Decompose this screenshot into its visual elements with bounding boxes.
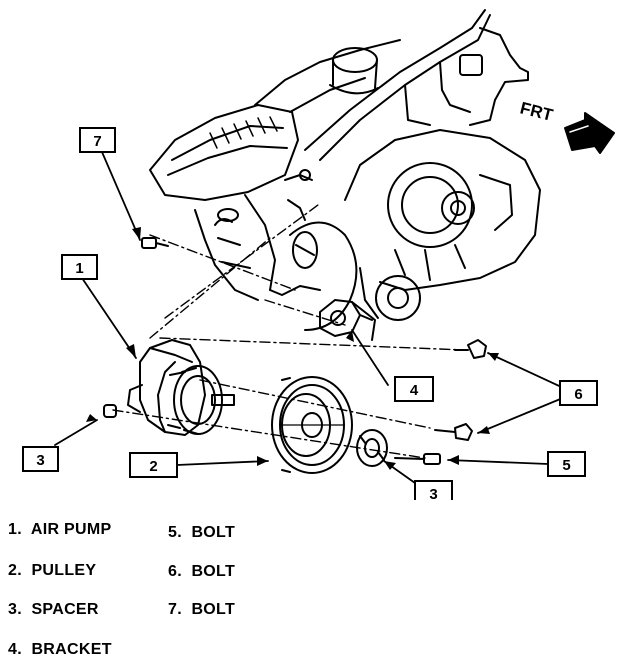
callout-2: 2 [149,458,157,475]
legend-item-7: 7. BOLT [168,601,235,619]
legend-number: 2. [8,562,22,579]
legend-number: 4. [8,641,22,658]
legend-number: 3. [8,601,22,618]
callout-4: 4 [410,382,419,399]
legend-item-4: 4. BRACKET [8,641,112,659]
legend-label: BRACKET [31,641,112,658]
bolt-7 [141,237,169,249]
legend-item-2: 2. PULLEY [8,562,96,580]
legend-item-1: 1. AIR PUMP [8,521,112,539]
legend-label: AIR PUMP [30,521,112,538]
legend-label: BOLT [191,601,236,618]
callout-7: 7 [93,133,101,150]
bracket [319,299,376,341]
bolt-6-upper [454,339,487,359]
spacer-right [356,429,388,467]
callout-5: 5 [562,457,570,474]
legend-item-6: 6. BOLT [168,563,235,581]
legend-number: 7. [168,601,182,618]
legend-item-5: 5. BOLT [168,524,235,542]
spacer-left [103,404,117,418]
bolt-6-lower [434,423,473,441]
pulley [271,376,353,474]
callout-3-left: 3 [36,452,44,469]
legend-label: BOLT [191,524,236,541]
front-direction-arrow [564,112,615,154]
legend-label: SPACER [31,601,99,618]
air-pump [127,339,235,436]
bolt-5 [394,453,441,465]
legend-label: PULLEY [31,562,97,579]
legend-label: BOLT [191,563,236,580]
callout-3-right: 3 [429,486,437,500]
front-label: FRT [518,98,555,125]
exploded-view-diagram: FRT 7 1 3 2 4 6 3 5 [22,9,615,500]
legend-number: 1. [8,521,22,538]
legend-item-3: 3. SPACER [8,601,99,619]
legend-number: 6. [168,563,182,580]
legend-number: 5. [168,524,182,541]
callout-6: 6 [574,386,582,403]
callout-1: 1 [75,260,83,277]
parts-legend: 1. AIR PUMP 2. PULLEY 3. SPACER 4. BRACK… [0,505,640,660]
engine-block [149,9,541,331]
